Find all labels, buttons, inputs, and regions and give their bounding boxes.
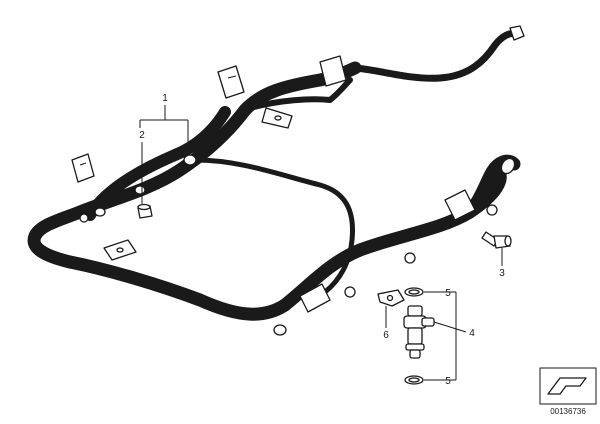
main-fuel-pipe: [27, 25, 525, 321]
callout-6: 6: [383, 330, 389, 341]
image-code: 00136736: [550, 407, 586, 416]
leader-lines: [139, 105, 503, 381]
callout-5-lower: 5: [445, 376, 451, 387]
reference-shape-icon: [547, 377, 587, 395]
callout-3: 3: [499, 268, 505, 279]
injector-assembly: [377, 287, 435, 385]
callout-labels: 1 2 3 4 5 5 6: [139, 93, 505, 387]
bolt-part: [481, 231, 512, 249]
callout-2: 2: [139, 130, 145, 141]
callout-4: 4: [469, 328, 475, 339]
callout-5-upper: 5: [445, 288, 451, 299]
reference-thumbnail: [539, 367, 597, 405]
callout-1: 1: [162, 93, 168, 104]
